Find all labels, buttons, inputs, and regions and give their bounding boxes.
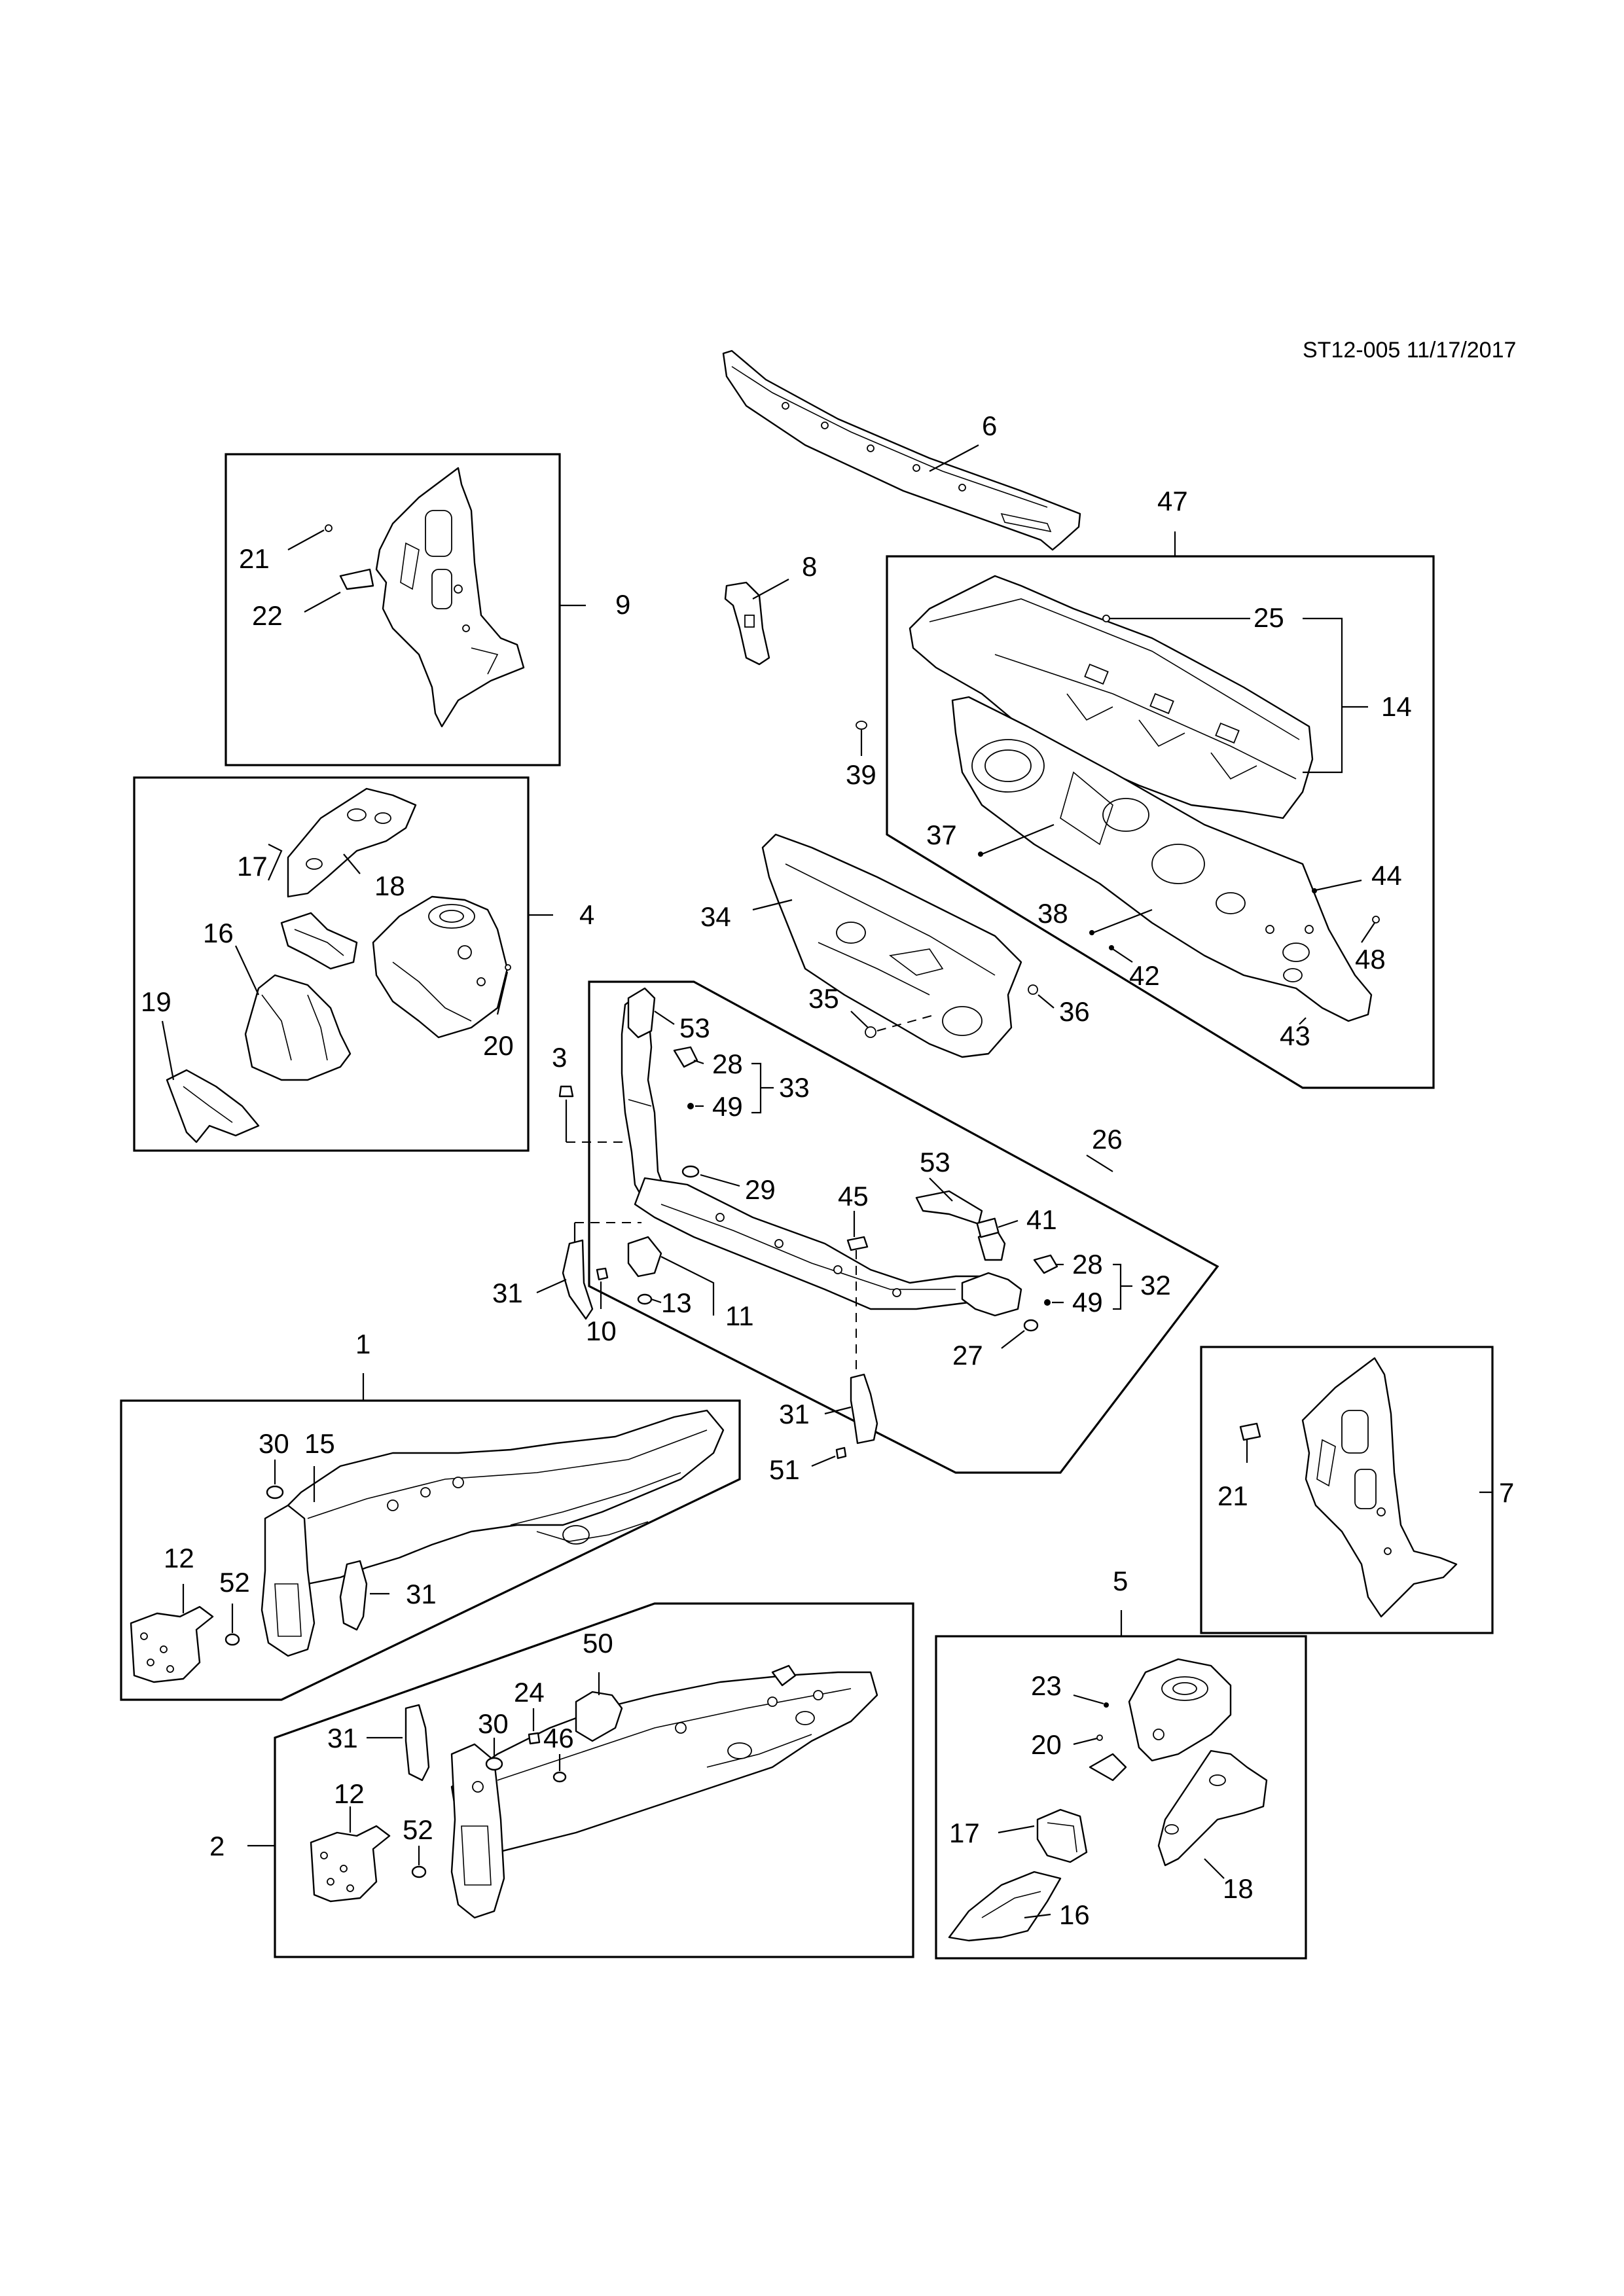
callout-51: 51 bbox=[769, 1454, 800, 1485]
callout-52-box1: 52 bbox=[219, 1567, 250, 1598]
callout-33: 33 bbox=[779, 1072, 810, 1103]
box-7 bbox=[1200, 1346, 1494, 1634]
callout-30-box1: 30 bbox=[259, 1428, 289, 1459]
part-34-insulator bbox=[761, 833, 1022, 1058]
part-1-left-rail bbox=[130, 1409, 725, 1683]
callout-7: 7 bbox=[1499, 1477, 1514, 1508]
callout-9: 9 bbox=[615, 589, 630, 620]
callout-12-box1: 12 bbox=[164, 1543, 194, 1573]
callout-38: 38 bbox=[1038, 898, 1068, 929]
callout-53-right: 53 bbox=[920, 1147, 950, 1177]
callout-21-box9: 21 bbox=[239, 543, 270, 574]
box-47 bbox=[886, 555, 1435, 1089]
callout-20-box5: 20 bbox=[1031, 1729, 1062, 1760]
callout-31-upper-left: 31 bbox=[492, 1278, 523, 1308]
callout-3: 3 bbox=[552, 1042, 567, 1073]
callout-28-left: 28 bbox=[712, 1049, 743, 1079]
part-43-dash-panel bbox=[951, 696, 1373, 1022]
callout-48: 48 bbox=[1355, 944, 1386, 975]
callout-45: 45 bbox=[838, 1181, 869, 1211]
callout-16-box5: 16 bbox=[1059, 1899, 1090, 1930]
callout-46: 46 bbox=[543, 1723, 574, 1753]
callout-5: 5 bbox=[1113, 1566, 1128, 1596]
part-9-a-pillar-panel bbox=[375, 467, 525, 728]
box-9 bbox=[225, 453, 561, 766]
callout-49-right: 49 bbox=[1072, 1287, 1103, 1318]
callout-27: 27 bbox=[952, 1340, 983, 1371]
callout-30-box2: 30 bbox=[478, 1708, 509, 1739]
callout-11: 11 bbox=[725, 1300, 754, 1331]
callout-18-box5: 18 bbox=[1223, 1873, 1254, 1904]
callout-52-box2: 52 bbox=[403, 1814, 433, 1845]
callout-47: 47 bbox=[1157, 486, 1188, 516]
callout-25: 25 bbox=[1254, 602, 1284, 633]
callout-26: 26 bbox=[1092, 1124, 1123, 1155]
box-26 bbox=[588, 980, 1219, 1474]
callout-2: 2 bbox=[209, 1831, 225, 1861]
callout-35: 35 bbox=[808, 983, 839, 1014]
callout-36: 36 bbox=[1059, 996, 1090, 1027]
part-4-assembly bbox=[166, 787, 509, 1143]
box-2 bbox=[274, 1602, 914, 1958]
callout-24: 24 bbox=[514, 1677, 545, 1708]
callout-20-box4: 20 bbox=[483, 1030, 514, 1061]
callout-6: 6 bbox=[982, 410, 997, 441]
part-2-right-rail bbox=[310, 1664, 878, 1919]
callout-49-left: 49 bbox=[712, 1091, 743, 1122]
callout-17-box4: 17 bbox=[237, 851, 268, 882]
callout-28-right: 28 bbox=[1072, 1249, 1103, 1280]
diagram-code: ST12-005 11/17/2017 bbox=[1303, 338, 1516, 363]
part-7-a-pillar-panel bbox=[1301, 1357, 1458, 1618]
callout-8: 8 bbox=[802, 551, 817, 582]
part-14-plenum bbox=[909, 575, 1314, 819]
part-26-radiator-support bbox=[621, 987, 1058, 1317]
callout-15: 15 bbox=[304, 1428, 335, 1459]
callout-21-box7: 21 bbox=[1218, 1480, 1248, 1511]
callout-14: 14 bbox=[1381, 691, 1412, 722]
callout-39: 39 bbox=[846, 759, 876, 790]
callout-37: 37 bbox=[926, 819, 957, 850]
callout-50: 50 bbox=[583, 1628, 613, 1659]
callout-43: 43 bbox=[1280, 1020, 1310, 1051]
callout-1: 1 bbox=[355, 1329, 370, 1359]
callout-44: 44 bbox=[1371, 860, 1402, 891]
part-8-bracket bbox=[724, 581, 770, 666]
callout-10: 10 bbox=[586, 1316, 617, 1346]
callout-42: 42 bbox=[1129, 960, 1160, 991]
callout-32: 32 bbox=[1140, 1270, 1171, 1300]
callout-29: 29 bbox=[745, 1174, 776, 1205]
callout-19: 19 bbox=[141, 986, 171, 1017]
callout-12-box2: 12 bbox=[334, 1778, 365, 1809]
part-5-assembly bbox=[948, 1658, 1268, 1942]
callout-22: 22 bbox=[252, 600, 283, 631]
callout-34: 34 bbox=[700, 901, 731, 932]
callout-23: 23 bbox=[1031, 1670, 1062, 1701]
box-1 bbox=[120, 1399, 741, 1701]
callout-13: 13 bbox=[661, 1287, 692, 1318]
callout-4: 4 bbox=[579, 899, 594, 930]
callout-17-box5: 17 bbox=[949, 1818, 980, 1848]
callout-31-box1: 31 bbox=[406, 1579, 437, 1609]
callout-53-left: 53 bbox=[679, 1013, 710, 1043]
callout-31-middle: 31 bbox=[779, 1399, 810, 1429]
callout-16-box4: 16 bbox=[203, 918, 234, 948]
box-4 bbox=[133, 776, 530, 1152]
callout-41: 41 bbox=[1026, 1204, 1057, 1235]
callout-18-box4: 18 bbox=[374, 870, 405, 901]
callout-31-box2: 31 bbox=[327, 1723, 358, 1753]
part-6-cowl-bar bbox=[722, 350, 1081, 551]
